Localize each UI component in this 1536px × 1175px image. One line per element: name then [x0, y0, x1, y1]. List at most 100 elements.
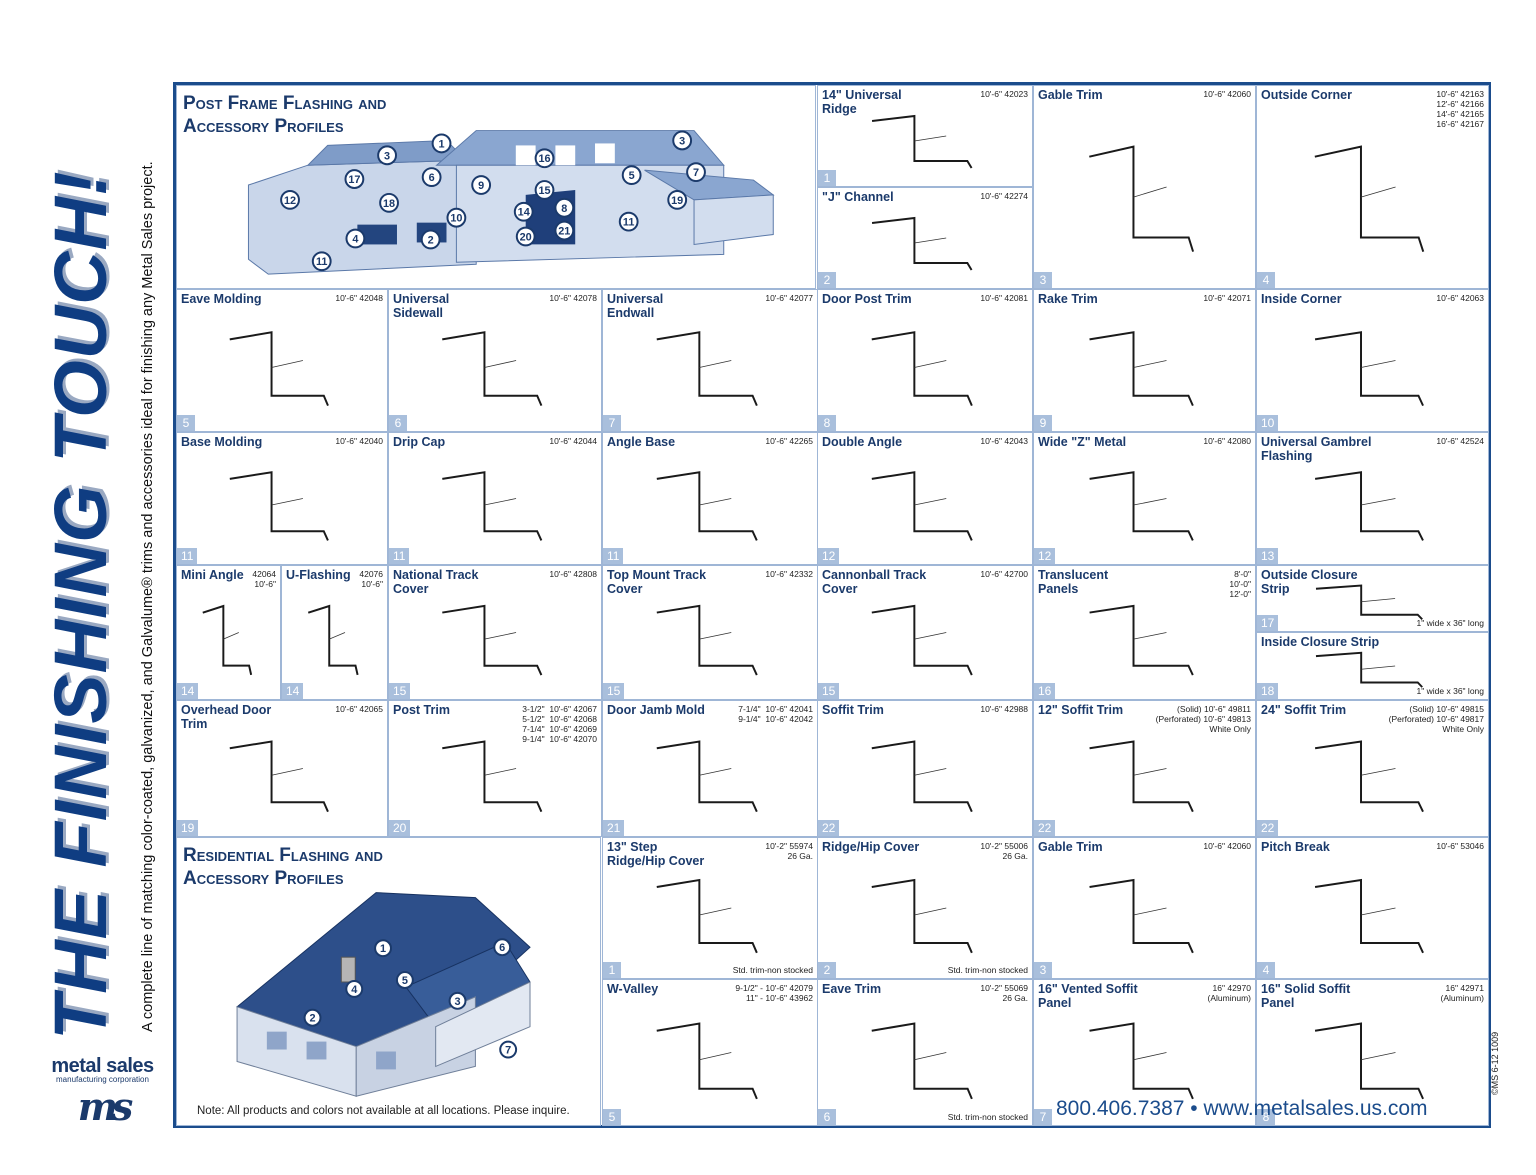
profile-index: 8 — [818, 415, 836, 431]
profile-index: 15 — [603, 683, 625, 699]
profile-title: Inside Closure Strip — [1261, 635, 1380, 649]
profile-title: "J" Channel — [822, 190, 894, 204]
profile-index: 14 — [282, 683, 304, 699]
profile-drawing — [1314, 331, 1424, 407]
profile-title: 16" Solid Soffit Panel — [1261, 982, 1351, 1010]
profile-index: 1 — [818, 170, 836, 186]
contact-info[interactable]: 800.406.7387 • www.metalsales.us.com — [1056, 1097, 1428, 1120]
part-number: 10'-6" 42081 — [980, 293, 1028, 303]
profile-index: 4 — [1257, 962, 1275, 978]
profile-drawing — [442, 604, 543, 676]
part-number: 10'-6" 42332 — [765, 569, 813, 579]
profile-index: 13 — [1257, 548, 1279, 564]
profile-title: Outside Corner — [1261, 88, 1352, 102]
profile-drawing — [442, 740, 543, 813]
profile-title: Door Post Trim — [822, 292, 912, 306]
profile-title: Eave Trim — [822, 982, 882, 996]
profile-title: Ridge/Hip Cover — [822, 840, 920, 854]
post-frame-building-illustration: 3 1 3 17 6 9 16 15 5 7 12 18 10 14 8 19 … — [247, 130, 775, 275]
company-logo: metal sales manufacturing corporation ms — [40, 1055, 165, 1129]
callout-label: 3 — [679, 135, 685, 147]
profile-title: Drip Cap — [393, 435, 446, 449]
profile-note: Std. trim-non stocked — [732, 965, 813, 975]
profile-index: 1 — [603, 962, 621, 978]
profile-index: 12 — [1034, 548, 1056, 564]
profile-cell: 16" Vented Soffit Panel 16" 42970 (Alumi… — [1033, 979, 1256, 1126]
profile-cell: Gable Trim 10'-6" 42060 3 — [1033, 837, 1256, 979]
profile-index: 5 — [603, 1109, 621, 1125]
callout-label: 7 — [693, 167, 699, 179]
profile-title: Angle Base — [607, 435, 676, 449]
profile-cell: Cannonball Track Cover 10'-6" 42700 15 — [817, 565, 1033, 700]
profile-title: Gable Trim — [1038, 840, 1103, 854]
profile-title: National Track Cover — [393, 568, 479, 596]
part-number: 8'-0" 10'-0" 12'-0" — [1229, 569, 1251, 599]
callout-label: 6 — [429, 172, 435, 184]
callout-label: 5 — [402, 975, 408, 987]
callout-label: 4 — [352, 233, 358, 245]
profile-index: 20 — [389, 820, 411, 836]
profile-index: 22 — [818, 820, 840, 836]
profile-index: 11 — [177, 548, 198, 564]
part-number: 10'-6" 42044 — [549, 436, 597, 446]
callout-label: 17 — [348, 174, 360, 186]
profile-drawing — [1314, 1022, 1424, 1100]
part-number: 10'-6" 42023 — [980, 89, 1028, 99]
profile-drawing — [1314, 145, 1425, 252]
profile-note: Std. trim-non stocked — [947, 965, 1028, 975]
profile-cell: W-Valley 9-1/2" - 10'-6" 42079 11" - 10'… — [602, 979, 818, 1126]
profile-cell: National Track Cover 10'-6" 42808 15 — [388, 565, 602, 700]
profile-drawing — [656, 331, 758, 407]
section-title-line: Accessory Profiles — [183, 868, 344, 889]
part-number: 42076 10'-6" — [359, 569, 383, 589]
profile-title: Universal Gambrel Flashing — [1261, 435, 1372, 463]
profile-index: 10 — [1257, 415, 1279, 431]
profile-title: 24" Soffit Trim — [1261, 703, 1347, 717]
profile-index: 22 — [1034, 820, 1056, 836]
part-number: 42064 10'-6" — [252, 569, 276, 589]
callout-label: 7 — [505, 1044, 511, 1056]
profile-cell: Double Angle 10'-6" 42043 12 — [817, 432, 1033, 565]
callout-label: 8 — [561, 203, 567, 215]
part-number: 10'-6" 42808 — [549, 569, 597, 579]
part-number: 10'-6" 42065 — [335, 704, 383, 714]
part-number: (Solid) 10'-6" 49815 (Perforated) 10'-6"… — [1388, 704, 1484, 734]
profile-cell: Gable Trim 10'-6" 42060 3 — [1033, 85, 1256, 289]
part-number: 16" 42970 (Aluminum) — [1207, 983, 1251, 1003]
profile-cell: Outside Closure Strip 1" wide x 36" long… — [1256, 565, 1489, 632]
profile-drawing — [1089, 331, 1194, 407]
part-number: 9-1/2" - 10'-6" 42079 11" - 10'-6" 43962 — [735, 983, 813, 1003]
profile-cell: Inside Closure Strip 1" wide x 36" long … — [1256, 632, 1489, 700]
profile-index: 9 — [1034, 415, 1052, 431]
profile-index: 6 — [818, 1109, 836, 1125]
profile-title: Post Trim — [393, 703, 450, 717]
callout-label: 21 — [558, 226, 570, 238]
profile-title: U-Flashing — [286, 568, 351, 582]
profile-title: Gable Trim — [1038, 88, 1103, 102]
callout-label: 15 — [538, 185, 550, 197]
callout-label: 18 — [383, 198, 395, 210]
part-number: 10'-2" 55069 26 Ga. — [980, 983, 1028, 1003]
profile-title: Top Mount Track Cover — [607, 568, 707, 596]
part-number: 16" 42971 (Aluminum) — [1440, 983, 1484, 1003]
profile-drawing — [229, 471, 329, 541]
profile-title: Outside Closure Strip — [1261, 568, 1358, 596]
profile-cell: "J" Channel 10'-6" 42274 2 — [817, 187, 1033, 289]
profile-index: 8 — [1257, 1109, 1275, 1125]
profile-title: Inside Corner — [1261, 292, 1342, 306]
profile-cell: Wide "Z" Metal 10'-6" 42080 12 — [1033, 432, 1256, 565]
profile-index: 3 — [1034, 272, 1052, 288]
profile-drawing — [1314, 471, 1424, 541]
callout-bubbles: 1 6 4 5 3 2 7 — [303, 938, 518, 1059]
profile-cell: Post Trim 3-1/2" 10'-6" 42067 5-1/2" 10'… — [388, 700, 602, 837]
logo-corp: manufacturing corporation — [56, 1075, 149, 1084]
callout-label: 9 — [478, 180, 484, 192]
profile-drawing — [656, 471, 758, 541]
part-number: 10'-6" 42078 — [549, 293, 597, 303]
profile-drawing — [871, 1022, 973, 1100]
profile-drawing — [1089, 740, 1194, 813]
profile-index: 5 — [177, 415, 195, 431]
poster-title: THE FINISHING TOUCH! — [39, 170, 122, 1040]
callout-label: 11 — [316, 256, 328, 268]
callout-label: 6 — [499, 942, 505, 954]
